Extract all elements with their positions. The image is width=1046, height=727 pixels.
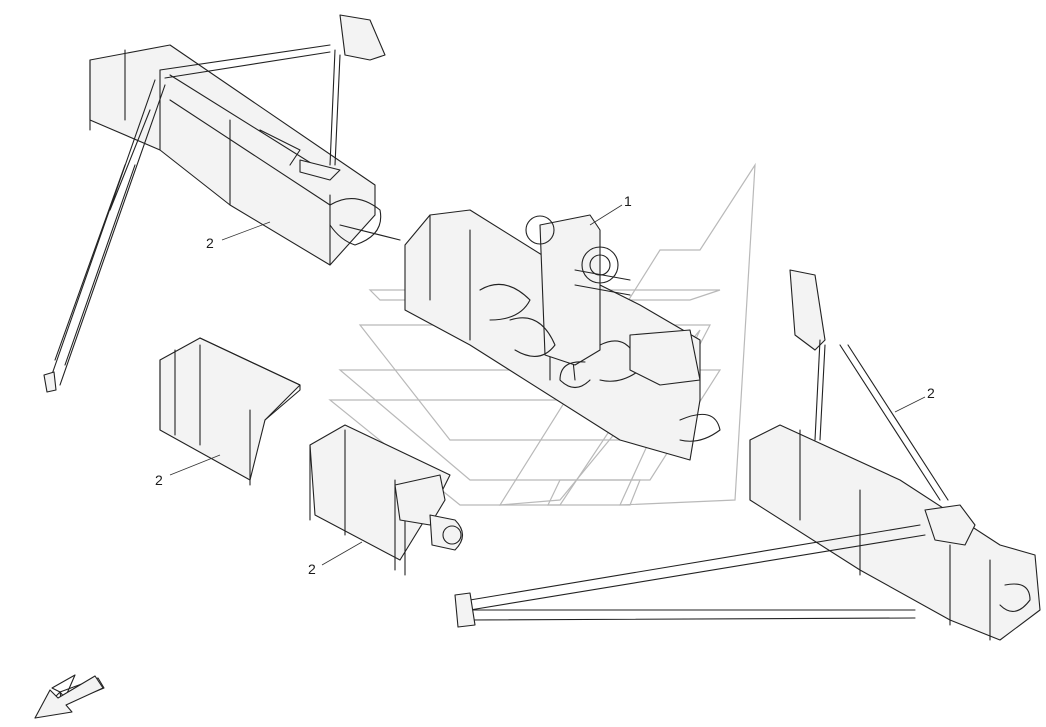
callout-label: 2	[206, 235, 214, 251]
callout-2-right: 2	[894, 385, 935, 413]
frame-section-right	[454, 269, 1041, 641]
callout-2-lower-center: 2	[308, 541, 363, 577]
callout-label: 2	[927, 385, 935, 401]
callout-2-upper-left: 2	[206, 221, 271, 251]
callout-1: 1	[589, 193, 632, 226]
frame-section-lower-center	[309, 424, 464, 576]
callout-label: 2	[308, 561, 316, 577]
frame-section-mid-left	[159, 337, 301, 486]
callout-label: 1	[624, 193, 632, 209]
center-drive-unit	[404, 209, 721, 461]
callout-2-mid-left: 2	[155, 454, 221, 488]
callout-label: 2	[155, 472, 163, 488]
frame-section-upper-left	[43, 14, 401, 393]
direction-arrow-icon	[34, 674, 105, 719]
